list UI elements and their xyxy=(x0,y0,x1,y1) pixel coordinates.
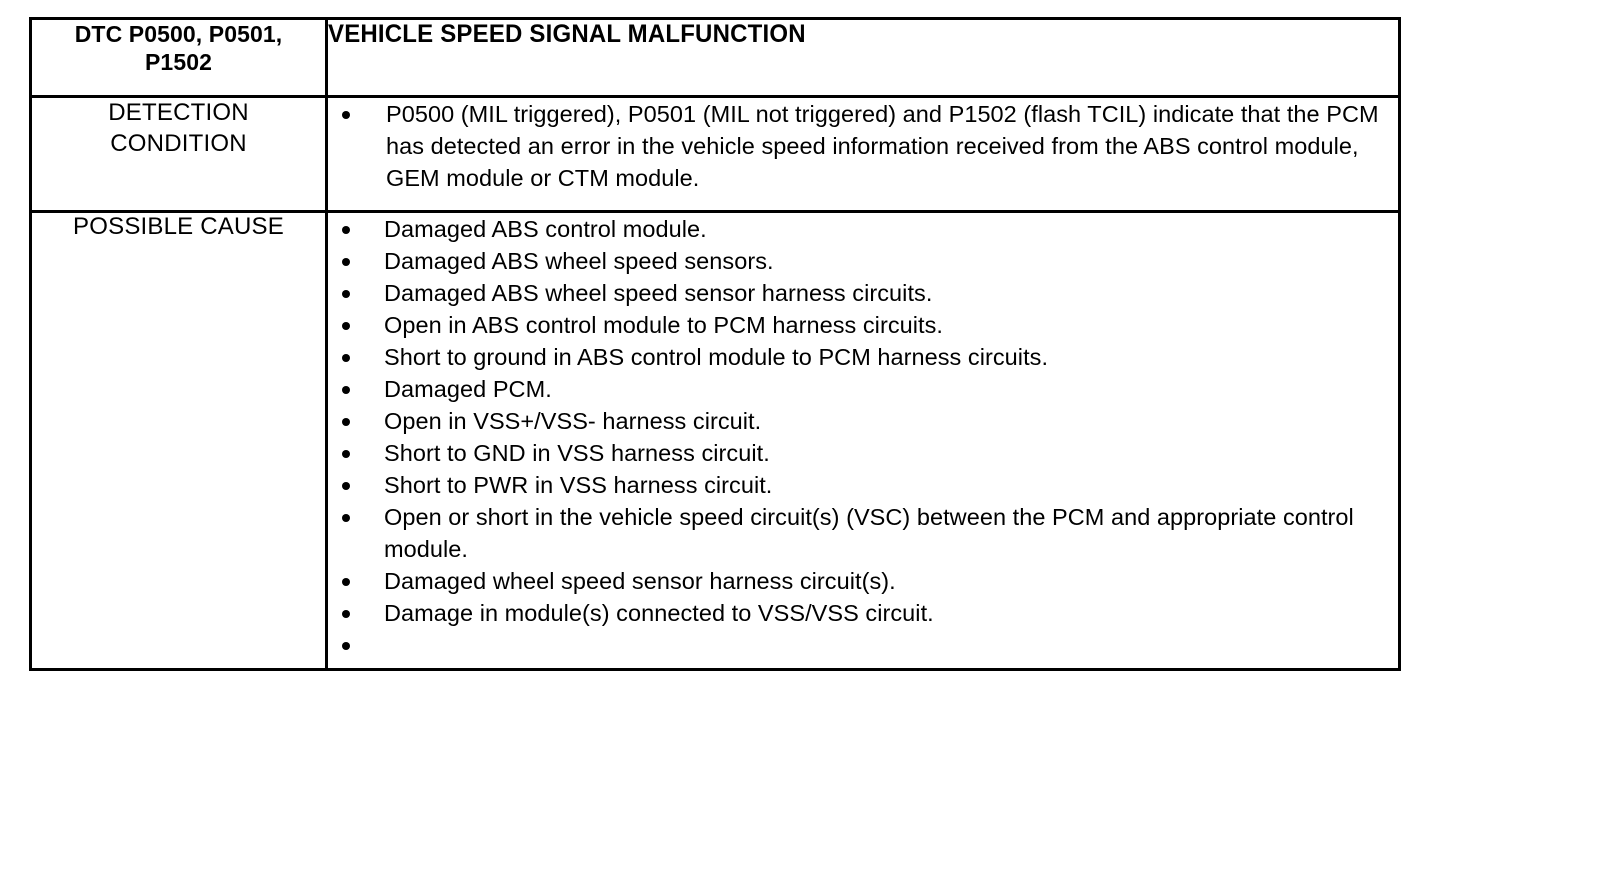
possible-cause-list: Damaged ABS control module. Damaged ABS … xyxy=(328,213,1398,655)
possible-cause-body-cell: Damaged ABS control module. Damaged ABS … xyxy=(325,210,1401,671)
detection-condition-label-line-2: CONDITION xyxy=(110,129,247,157)
list-item: Open in VSS+/VSS- harness circuit. xyxy=(328,405,1398,437)
list-item: Damaged wheel speed sensor harness circu… xyxy=(328,565,1398,597)
dtc-code-line-1: DTC P0500, P0501, xyxy=(74,21,283,47)
list-item-text: Damaged ABS wheel speed sensor harness c… xyxy=(384,280,933,306)
dtc-table: DTC P0500, P0501, P1502 VEHICLE SPEED SI… xyxy=(29,17,1401,671)
list-item: Damaged ABS control module. xyxy=(328,213,1398,245)
list-item: Short to PWR in VSS harness circuit. xyxy=(328,469,1398,501)
bullet-dot-icon xyxy=(342,642,350,650)
list-item-text: Damage in module(s) connected to VSS/VSS… xyxy=(384,600,934,626)
list-item: Damaged PCM. xyxy=(328,373,1398,405)
bullet-dot-icon xyxy=(342,258,350,266)
bullet-dot-icon xyxy=(342,514,350,522)
list-item: Damaged ABS wheel speed sensor harness c… xyxy=(328,277,1398,309)
list-item-text: Short to ground in ABS control module to… xyxy=(384,344,1049,370)
detection-condition-label-line-1: DETECTION xyxy=(108,99,249,126)
list-item-text: Damaged wheel speed sensor harness circu… xyxy=(384,568,896,594)
bullet-dot-icon xyxy=(342,386,350,394)
list-item: P0500 (MIL triggered), P0501 (MIL not tr… xyxy=(328,98,1398,194)
list-item-text: Damaged ABS wheel speed sensors. xyxy=(384,248,774,274)
bullet-dot-icon xyxy=(342,482,350,490)
bullet-dot-icon xyxy=(342,111,350,119)
detection-condition-list: P0500 (MIL triggered), P0501 (MIL not tr… xyxy=(328,98,1398,194)
bullet-dot-icon xyxy=(342,322,350,330)
list-item: Open in ABS control module to PCM harnes… xyxy=(328,309,1398,341)
fault-title-cell: VEHICLE SPEED SIGNAL MALFUNCTION xyxy=(325,17,1401,98)
table-row-header: DTC P0500, P0501, P1502 VEHICLE SPEED SI… xyxy=(29,17,1401,98)
bullet-dot-icon xyxy=(342,226,350,234)
list-item: Damaged ABS wheel speed sensors. xyxy=(328,245,1398,277)
list-item-text: Short to PWR in VSS harness circuit. xyxy=(384,472,773,498)
page-title: VEHICLE SPEED SIGNAL MALFUNCTION xyxy=(328,20,806,48)
list-item-text: Damaged ABS control module. xyxy=(384,216,707,242)
list-item-text: Open or short in the vehicle speed circu… xyxy=(384,504,1354,562)
bullet-dot-icon xyxy=(342,578,350,586)
bullet-dot-icon xyxy=(342,290,350,298)
list-item-text: Short to GND in VSS harness circuit. xyxy=(384,440,770,466)
list-item-text: Open in ABS control module to PCM harnes… xyxy=(384,312,943,338)
list-item: Damage in module(s) connected to VSS/VSS… xyxy=(328,597,1398,629)
table-row-possible-cause: POSSIBLE CAUSE Damaged ABS control modul… xyxy=(29,210,1401,671)
detection-condition-body-cell: P0500 (MIL triggered), P0501 (MIL not tr… xyxy=(325,95,1401,213)
table-row-detection-condition: DETECTION CONDITION P0500 (MIL triggered… xyxy=(29,95,1401,213)
bullet-dot-icon xyxy=(342,610,350,618)
list-item: Short to ground in ABS control module to… xyxy=(328,341,1398,373)
bullet-dot-icon xyxy=(342,418,350,426)
detection-condition-label-cell: DETECTION CONDITION xyxy=(29,95,328,213)
list-item: Open or short in the vehicle speed circu… xyxy=(328,501,1398,565)
list-item: Short to GND in VSS harness circuit. xyxy=(328,437,1398,469)
bullet-dot-icon xyxy=(342,450,350,458)
list-item-text: Open in VSS+/VSS- harness circuit. xyxy=(384,408,762,434)
list-item-text: P0500 (MIL triggered), P0501 (MIL not tr… xyxy=(386,101,1379,191)
dtc-code-cell: DTC P0500, P0501, P1502 xyxy=(29,17,328,98)
bullet-dot-icon xyxy=(342,354,350,362)
list-item-text: Damaged PCM. xyxy=(384,376,552,402)
possible-cause-label: POSSIBLE CAUSE xyxy=(73,213,284,240)
list-item-empty xyxy=(328,629,1398,655)
possible-cause-label-cell: POSSIBLE CAUSE xyxy=(29,210,328,671)
dtc-code-line-2: P1502 xyxy=(144,49,212,76)
